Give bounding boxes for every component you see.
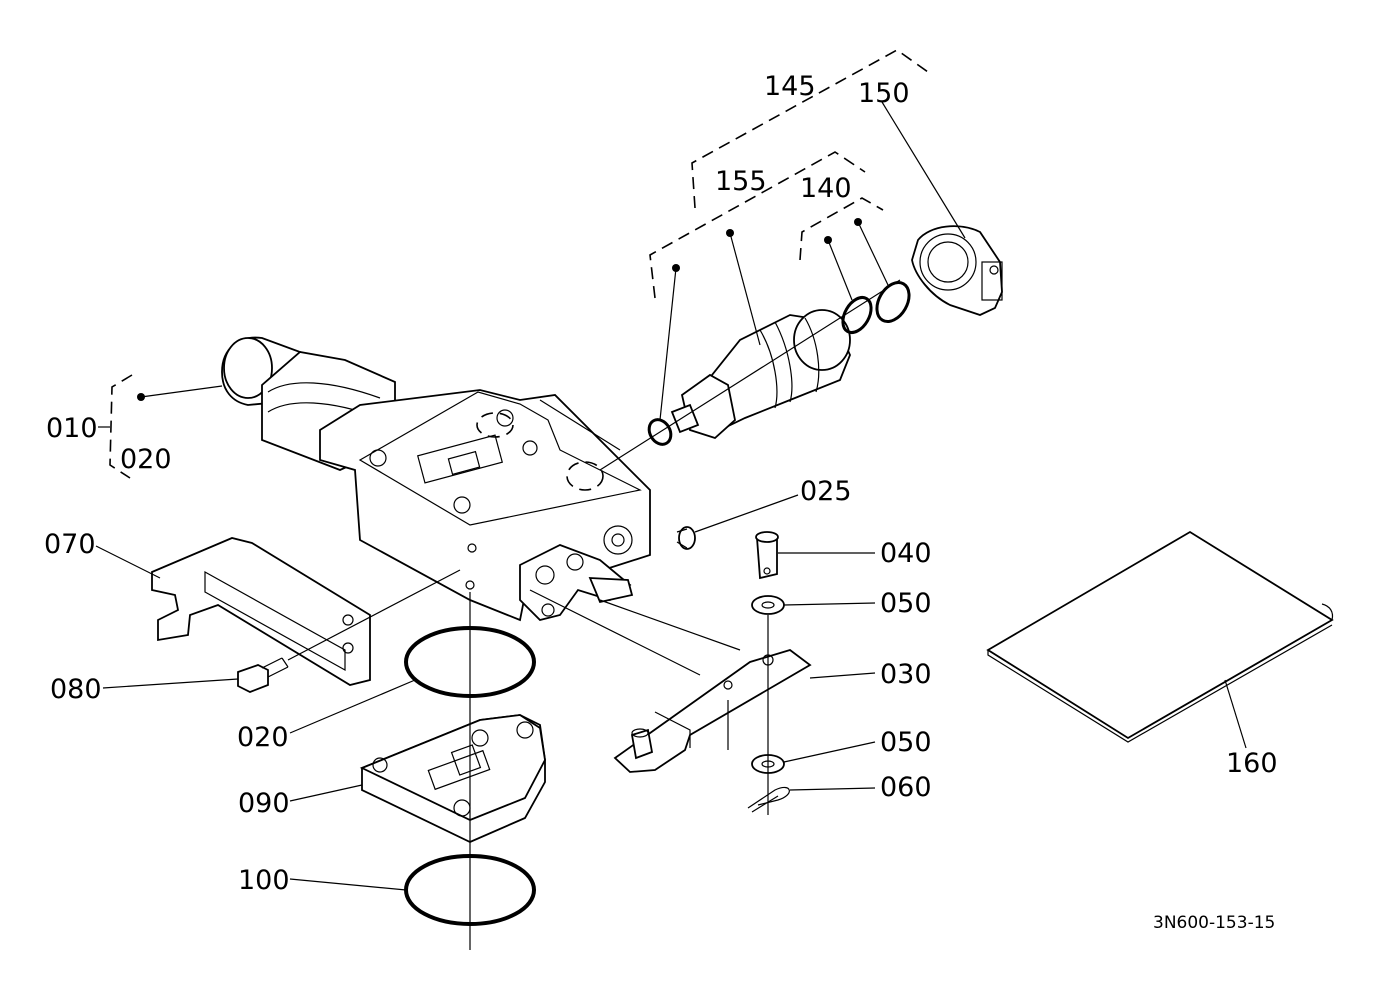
clevis-pin xyxy=(755,531,779,580)
label-020-lower: 020 xyxy=(237,722,289,753)
label-150: 150 xyxy=(858,78,910,109)
label-020-upper: 020 xyxy=(120,444,172,475)
control-valve-body xyxy=(221,336,651,622)
label-030: 030 xyxy=(880,659,932,690)
snap-pin xyxy=(747,786,790,813)
instruction-manual xyxy=(986,530,1334,743)
label-145: 140 xyxy=(800,173,852,204)
group-bracket-010 xyxy=(109,374,133,479)
label-010: 010 xyxy=(46,413,98,444)
label-070: 070 xyxy=(44,529,96,560)
valve-cartridge xyxy=(670,309,851,440)
label-050-upper: 050 xyxy=(880,588,932,619)
cover-plate xyxy=(359,714,546,843)
o-ring-145-inner xyxy=(841,295,873,335)
mounting-bracket xyxy=(151,537,371,686)
label-040: 040 xyxy=(880,538,932,569)
group-bracket-140 xyxy=(691,49,929,209)
label-140: 145 xyxy=(764,71,816,102)
plug-screw xyxy=(676,526,696,550)
label-160: 160 xyxy=(1226,748,1278,779)
part-labels: 145 150 155 140 010 020 025 070 040 050 … xyxy=(44,71,1278,896)
label-090: 090 xyxy=(238,788,290,819)
washer-upper xyxy=(751,595,785,615)
label-025: 025 xyxy=(800,476,852,507)
label-155: 155 xyxy=(715,166,767,197)
lever-plate xyxy=(613,649,812,773)
leader-lines xyxy=(95,101,1247,891)
label-050-lower: 050 xyxy=(880,727,932,758)
o-ring-145-outer xyxy=(875,281,911,323)
assembly-centerlines xyxy=(287,279,901,950)
label-060: 060 xyxy=(880,772,932,803)
drawing-number: 3N600-153-15 xyxy=(1153,913,1275,933)
group-bracket-155 xyxy=(649,151,866,299)
cartridge-clamp xyxy=(911,225,1003,316)
group-bracket-145 xyxy=(799,197,884,261)
label-100: 100 xyxy=(238,865,290,896)
bolt xyxy=(237,657,289,693)
label-080: 080 xyxy=(50,674,102,705)
